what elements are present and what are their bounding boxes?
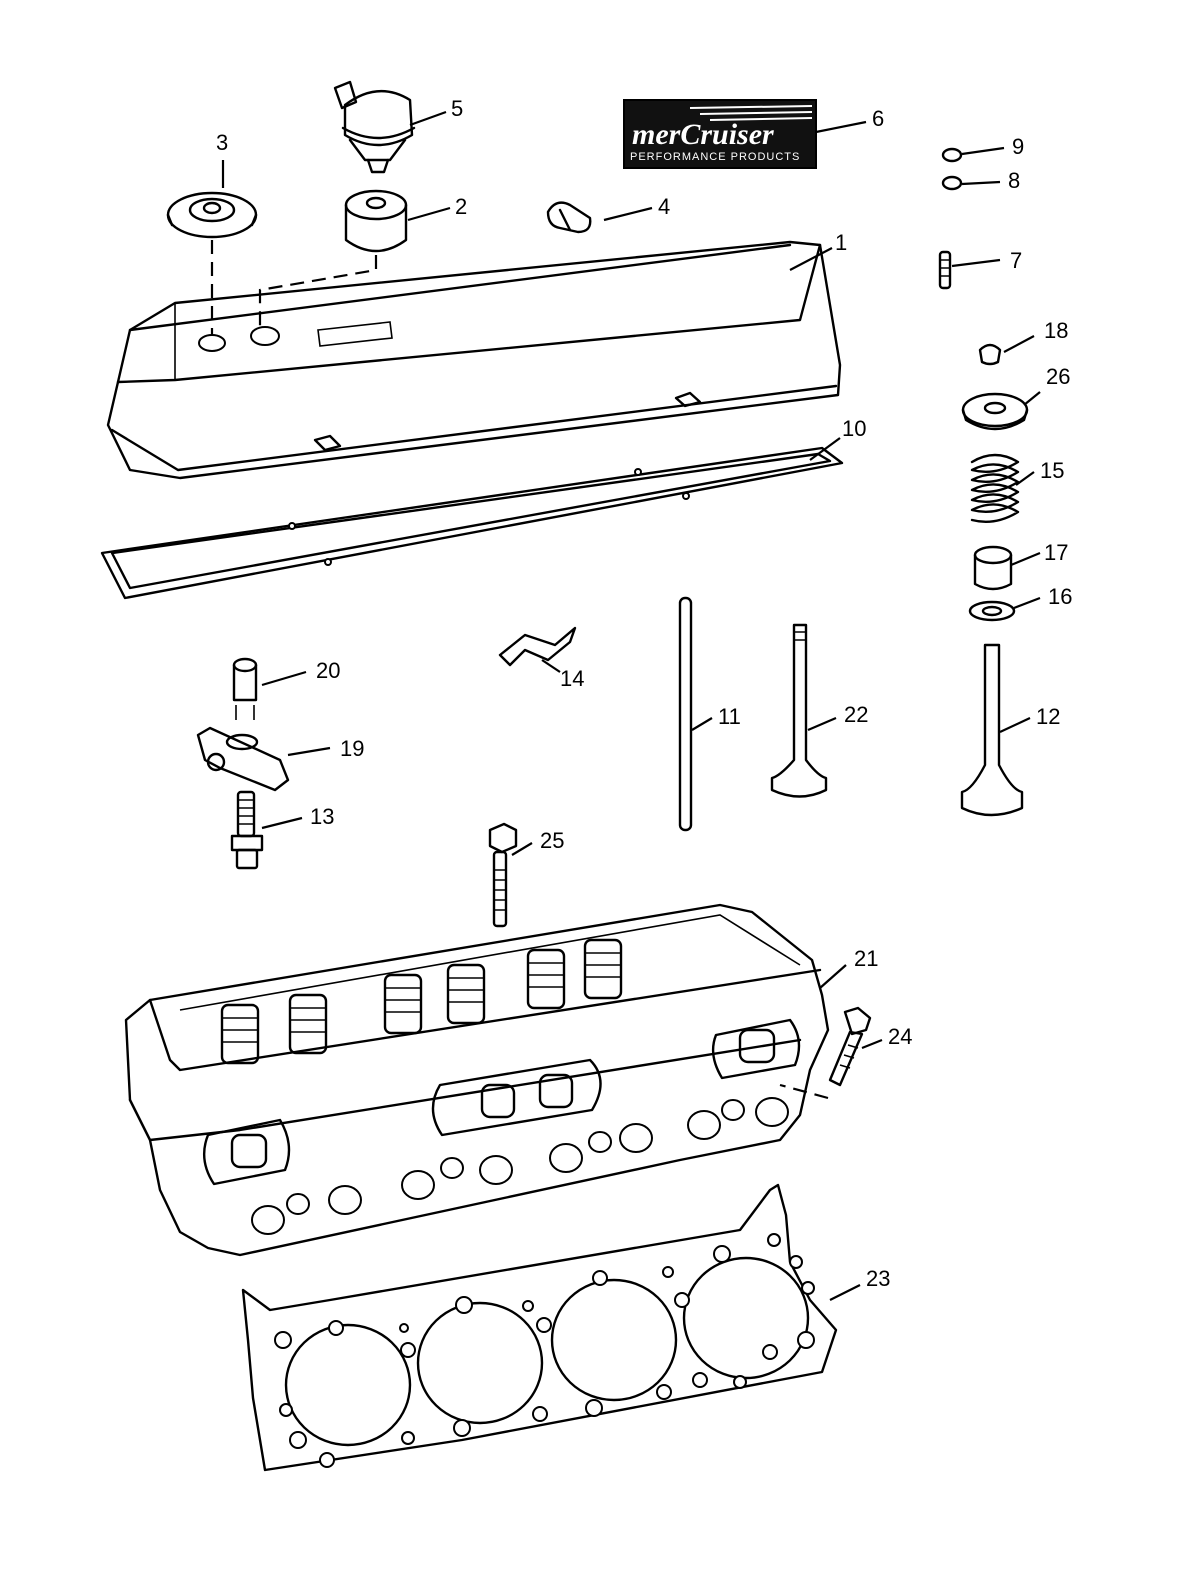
cover-gasket bbox=[100, 446, 844, 600]
cylinder-bore-1 bbox=[284, 1323, 412, 1447]
valve-cover bbox=[106, 240, 842, 480]
callout-22: 22 bbox=[844, 702, 868, 727]
callout-1: 1 bbox=[835, 230, 847, 255]
head-bolt-long bbox=[488, 822, 518, 928]
callout-2: 2 bbox=[455, 194, 467, 219]
callout-25: 25 bbox=[540, 828, 564, 853]
cover-hole-left bbox=[198, 334, 226, 352]
breather-grommet bbox=[344, 189, 408, 253]
mercruiser-decal: merCruiser PERFORMANCE PRODUCTS bbox=[623, 99, 817, 169]
callout-6: 6 bbox=[872, 106, 884, 131]
callout-21: 21 bbox=[854, 946, 878, 971]
shim-washer bbox=[968, 600, 1016, 622]
head-gasket bbox=[241, 1183, 838, 1472]
callout-16: 16 bbox=[1048, 584, 1072, 609]
head-bolt-short bbox=[828, 1006, 872, 1087]
callout-17: 17 bbox=[1044, 540, 1068, 565]
decal-tagline: PERFORMANCE PRODUCTS bbox=[630, 151, 800, 163]
grommet-guide-line bbox=[258, 255, 378, 330]
callout-4: 4 bbox=[658, 194, 670, 219]
cylinder-bore-4 bbox=[682, 1256, 810, 1380]
nut-8 bbox=[941, 175, 963, 191]
callout-26: 26 bbox=[1046, 364, 1070, 389]
callout-labels: 1 2 3 4 5 6 7 8 9 10 11 12 13 14 15 16 1… bbox=[216, 96, 1072, 1291]
valve-spring bbox=[970, 453, 1020, 523]
pushrod-guide bbox=[498, 626, 577, 667]
callout-19: 19 bbox=[340, 736, 364, 761]
valve-seal bbox=[973, 545, 1013, 591]
callout-10: 10 bbox=[842, 416, 866, 441]
callout-24: 24 bbox=[888, 1024, 912, 1049]
stud bbox=[938, 250, 952, 290]
cylinder-bore-3 bbox=[550, 1278, 678, 1402]
hose-clip bbox=[546, 201, 592, 234]
callout-11: 11 bbox=[718, 704, 741, 729]
spring-retainer bbox=[961, 392, 1029, 431]
rocker-stud bbox=[230, 790, 264, 870]
rocker-nut bbox=[232, 657, 258, 720]
decal-background bbox=[623, 99, 817, 169]
rocker-arm bbox=[196, 726, 290, 792]
nut-9 bbox=[941, 147, 963, 163]
gasket-bolt-holes bbox=[274, 1233, 815, 1468]
callout-5: 5 bbox=[451, 96, 463, 121]
callout-23: 23 bbox=[866, 1266, 890, 1291]
oil-filler-cap bbox=[166, 191, 258, 239]
leader-lines bbox=[221, 110, 1041, 1301]
callout-13: 13 bbox=[310, 804, 334, 829]
callout-14: 14 bbox=[560, 666, 584, 691]
callout-12: 12 bbox=[1036, 704, 1060, 729]
exhaust-valve bbox=[960, 643, 1024, 817]
push-rod bbox=[678, 596, 693, 832]
callout-15: 15 bbox=[1040, 458, 1064, 483]
callout-18: 18 bbox=[1044, 318, 1068, 343]
callout-3: 3 bbox=[216, 130, 228, 155]
valve-keeper bbox=[978, 343, 1002, 366]
callout-9: 9 bbox=[1012, 134, 1024, 159]
cylinder-bore-2 bbox=[416, 1301, 544, 1425]
callout-20: 20 bbox=[316, 658, 340, 683]
callout-8: 8 bbox=[1008, 168, 1020, 193]
intake-valve bbox=[770, 623, 828, 798]
head-springs bbox=[220, 938, 623, 1065]
breather-assembly bbox=[333, 80, 416, 174]
callout-7: 7 bbox=[1010, 248, 1022, 273]
cylinder-head bbox=[124, 903, 830, 1257]
cover-hole-right bbox=[250, 326, 280, 346]
bolt-guide-line bbox=[779, 1083, 829, 1100]
decal-brand: merCruiser bbox=[632, 118, 774, 151]
